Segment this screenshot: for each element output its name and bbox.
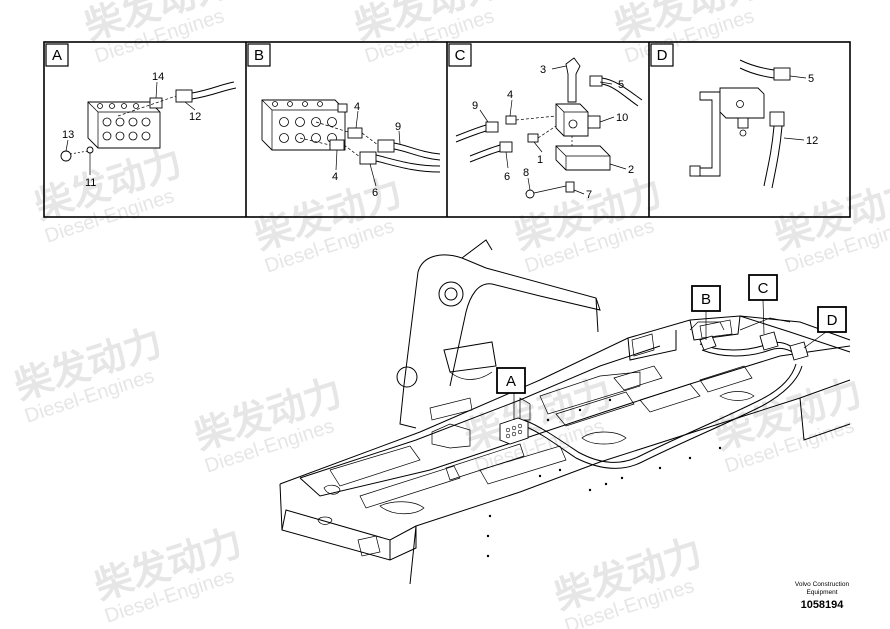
- drawing-number: 1058194: [800, 599, 844, 611]
- label-c-box: [748, 274, 778, 301]
- label-d: D: [827, 312, 838, 329]
- panel-c: C: [448, 43, 643, 201]
- callout-7: 7: [586, 189, 592, 201]
- callout-4-lower: 4: [332, 171, 338, 183]
- callout-6: 6: [504, 171, 510, 183]
- panel-b-letter: B: [254, 47, 264, 64]
- footer-brand: Volvo Construction Equipment: [794, 581, 850, 596]
- callout-2: 2: [628, 164, 634, 176]
- callout-6: 6: [372, 187, 378, 199]
- label-a-box: [496, 367, 526, 394]
- callout-5: 5: [618, 79, 624, 91]
- callout-12: 12: [806, 135, 818, 147]
- callout-13: 13: [62, 129, 74, 141]
- panel-a: A 14 12 13: [45, 43, 237, 189]
- callout-3: 3: [540, 64, 546, 76]
- panel-d: D 5 12: [650, 43, 818, 189]
- callout-10: 10: [616, 112, 628, 124]
- panel-b: B 4 9: [247, 43, 441, 199]
- callout-4-upper: 4: [354, 101, 360, 113]
- label-d-box: [817, 306, 847, 333]
- label-b: B: [701, 291, 711, 308]
- callout-1: 1: [537, 154, 543, 166]
- panel-c-letter: C: [455, 47, 466, 64]
- main-labels: A B C D: [496, 274, 847, 394]
- detail-panels: A 14 12 13: [43, 41, 851, 218]
- callout-8: 8: [523, 167, 529, 179]
- panel-a-letter: A: [52, 47, 62, 64]
- machine-frame: [279, 239, 851, 585]
- callout-14: 14: [152, 71, 164, 83]
- label-c: C: [758, 280, 769, 297]
- callout-11: 11: [85, 177, 96, 189]
- callout-9: 9: [395, 121, 401, 133]
- callout-4: 4: [507, 89, 513, 101]
- callout-5: 5: [808, 73, 814, 85]
- panel-d-letter: D: [657, 47, 668, 64]
- label-b-box: [691, 285, 721, 312]
- callout-12: 12: [189, 111, 201, 123]
- label-a: A: [506, 373, 516, 390]
- callout-9: 9: [472, 100, 478, 112]
